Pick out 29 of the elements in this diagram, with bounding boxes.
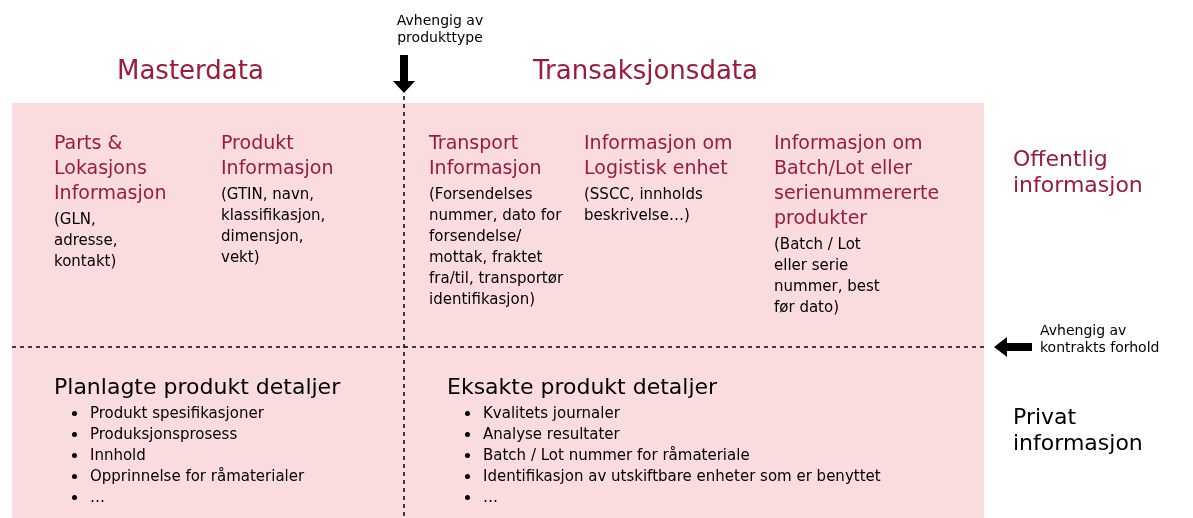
row-heading: Privat informasjon [1013,404,1144,457]
annotation-text: Avhengig av kontrakts forhold [1040,322,1161,356]
block-description: (GTIN, navn, klassifikasjon, dimensjon, vekt) [221,184,327,268]
column-heading: Masterdata [117,55,265,87]
bullet-item: Opprinnelse for råmaterialer [90,466,305,487]
bullet-item: Kvalitets journaler [483,403,620,424]
bullet-item: Produkt spesifikasjoner [90,403,264,424]
block-heading: Transport Informasjon [429,130,543,180]
panel-background [12,103,984,518]
block-heading: Parts & Lokasjons Informasjon [54,130,168,205]
bullet-item: … [483,487,498,508]
block-description: (Forsendelses nummer, dato for forsendelse/ mottak, fraktet fra/til, transportør identifikasjon) [429,184,565,310]
block-heading: Informasjon om Logistisk enhet [584,130,734,180]
block-heading: Informasjon om Batch/Lot eller serienummererte produkter [774,130,941,230]
bullet-item: Analyse resultater [483,424,620,445]
row-heading: Offentlig informasjon [1013,146,1144,199]
bullet-item: … [90,487,105,508]
block-heading: Produkt Informasjon [221,130,335,180]
section-heading: Eksakte produkt detaljer [447,373,719,401]
annotation-text: Avhengig av produkttype [395,12,485,46]
column-heading: Transaksjonsdata [533,55,759,87]
section-heading: Planlagte produkt detaljer [54,373,342,401]
block-description: (SSCC, innholds beskrivelse…) [584,184,704,226]
bullet-item: Identifikasjon av utskiftbare enheter som er benyttet [483,466,881,487]
block-description: (Batch / Lot eller serie nummer, best før dato) [774,234,881,318]
bullet-item: Innhold [90,445,146,466]
block-description: (GLN, adresse, kontakt) [54,209,119,272]
bullet-item: Batch / Lot nummer for råmateriale [483,445,750,466]
bullet-item: Produksjonsprosess [90,424,238,445]
